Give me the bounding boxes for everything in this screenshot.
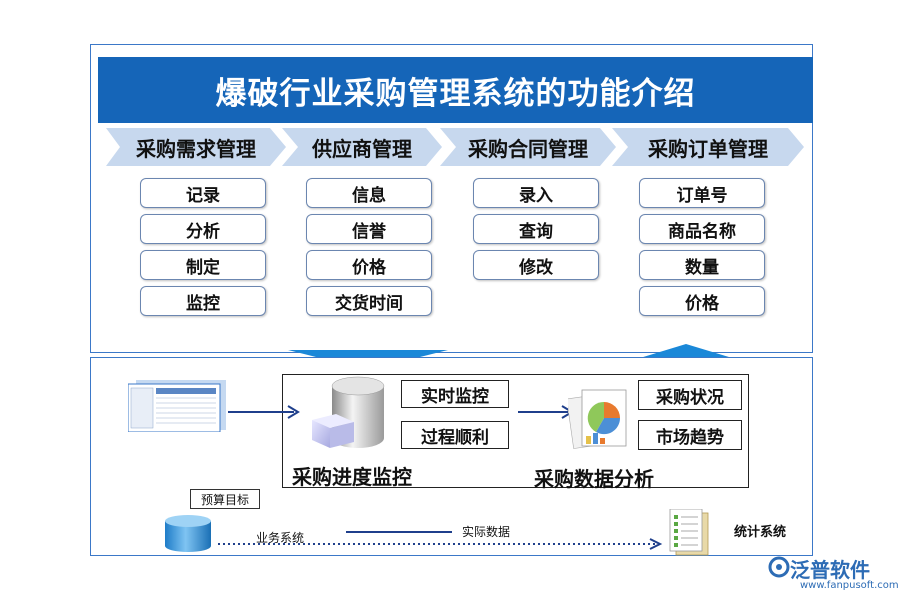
contract-item-modify: 修改	[473, 250, 599, 280]
flow-arrow-icon	[228, 405, 300, 419]
purchase-status-label: 采购状况	[638, 380, 742, 410]
actual-data-label: 实际数据	[462, 525, 511, 539]
brand-url: www.fanpusoft.com	[800, 580, 899, 591]
column-header-demand: 采购需求管理	[106, 128, 286, 166]
demand-item-analysis: 分析	[140, 214, 266, 244]
supplier-item-info: 信息	[306, 178, 432, 208]
contract-item-entry: 录入	[473, 178, 599, 208]
screenshot-thumbnail-icon	[128, 380, 226, 432]
supplier-item-price: 价格	[306, 250, 432, 280]
database-cylinder-icon	[165, 515, 211, 552]
database-icon	[312, 376, 385, 448]
stats-system-label: 统计系统	[734, 525, 787, 540]
process-smooth-label: 过程顺利	[401, 421, 509, 449]
brand-name: 泛普软件	[790, 558, 870, 582]
demand-item-monitor: 监控	[140, 286, 266, 316]
supplier-item-delivery: 交货时间	[306, 286, 432, 316]
order-item-number: 订单号	[639, 178, 765, 208]
brand-logo-icon	[768, 556, 790, 578]
order-item-quantity: 数量	[639, 250, 765, 280]
stats-document-icon	[669, 509, 709, 556]
column-header-supplier: 供应商管理	[282, 128, 442, 166]
order-item-price: 价格	[639, 286, 765, 316]
data-analysis-title: 采购数据分析	[534, 467, 654, 491]
business-system-label: 业务系统	[256, 531, 305, 545]
demand-item-record: 记录	[140, 178, 266, 208]
realtime-monitor-label: 实时监控	[401, 380, 509, 408]
market-trend-label: 市场趋势	[638, 420, 742, 450]
dotted-flow-arrow-icon	[218, 538, 663, 550]
supplier-item-credit: 信誉	[306, 214, 432, 244]
actual-data-line	[346, 531, 452, 533]
order-item-product: 商品名称	[639, 214, 765, 244]
column-header-contract: 采购合同管理	[440, 128, 616, 166]
page-title: 爆破行业采购管理系统的功能介绍	[98, 57, 813, 123]
demand-item-plan: 制定	[140, 250, 266, 280]
report-chart-icon	[568, 389, 627, 449]
column-header-order: 采购订单管理	[612, 128, 804, 166]
progress-monitor-title: 采购进度监控	[292, 465, 412, 489]
contract-item-query: 查询	[473, 214, 599, 244]
budget-target-label: 预算目标	[190, 489, 260, 509]
